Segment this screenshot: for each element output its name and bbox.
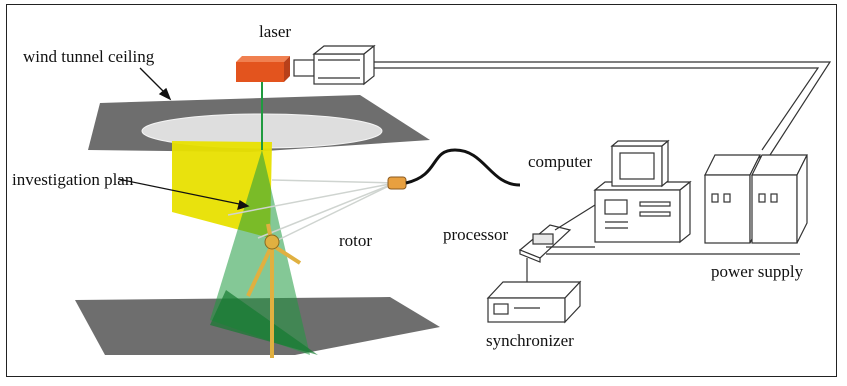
annotation-arrows: [117, 67, 250, 210]
label-power-supply: power supply: [711, 262, 804, 281]
power-supply: [704, 154, 808, 244]
camera-cable: [405, 148, 521, 187]
label-processor: processor: [443, 225, 509, 244]
label-investigation-plan: investigation plan: [12, 170, 134, 189]
label-rotor: rotor: [339, 231, 373, 250]
rotor: [246, 223, 302, 358]
camera-view-lines: [227, 179, 396, 241]
computer: [593, 139, 692, 244]
label-laser: laser: [259, 22, 292, 41]
synchronizer: [486, 280, 582, 324]
laser-head: [236, 56, 290, 82]
laser-sheet-lower: [210, 290, 318, 355]
laser-controller: [293, 44, 376, 86]
laser-power-cable: [374, 61, 832, 156]
figure-frame: [6, 4, 837, 377]
label-wind-tunnel-ceiling: wind tunnel ceiling: [23, 47, 155, 66]
label-computer: computer: [528, 152, 593, 171]
camera: [387, 176, 407, 190]
device-connections: [526, 204, 800, 282]
label-synchronizer: synchronizer: [486, 331, 574, 350]
processor: [518, 224, 572, 263]
